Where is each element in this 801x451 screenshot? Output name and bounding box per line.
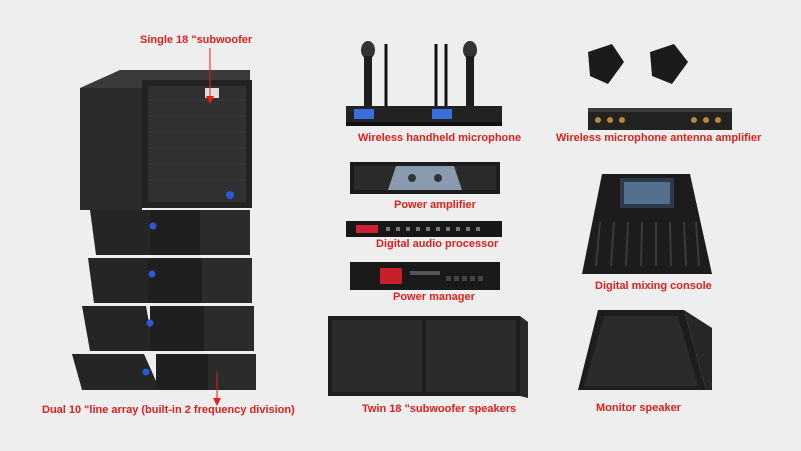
line-array-pointer-arrow xyxy=(213,372,221,406)
monitor-speaker-image xyxy=(578,310,712,390)
twin-subwoofer-image xyxy=(328,316,528,398)
audio-processor-image xyxy=(346,221,502,237)
wireless-microphone-image xyxy=(346,41,502,126)
twin-subwoofer-label: Twin 18 "subwoofer speakers xyxy=(362,403,517,415)
monitor-speaker-label: Monitor speaker xyxy=(596,402,681,414)
mixing-console-image xyxy=(582,174,712,274)
antenna-amplifier-label: Wireless microphone antenna amplifier xyxy=(556,132,762,144)
power-manager-image xyxy=(350,262,500,290)
audio-processor-label: Digital audio processor xyxy=(376,238,499,250)
power-manager-label: Power manager xyxy=(393,291,475,303)
subwoofer-pointer-arrow xyxy=(206,48,214,104)
wireless-microphone-label: Wireless handheld microphone xyxy=(358,132,522,144)
subwoofer-single-label: Single 18 "subwoofer xyxy=(140,34,253,46)
antenna-amplifier-image xyxy=(588,44,732,130)
line-array-stack-image xyxy=(72,70,256,390)
mixing-console-label: Digital mixing console xyxy=(595,280,712,292)
power-amplifier-image xyxy=(350,162,500,194)
line-array-label: Dual 10 "line array (built-in 2 frequenc… xyxy=(42,404,295,416)
power-amplifier-label: Power amplifier xyxy=(394,199,476,211)
